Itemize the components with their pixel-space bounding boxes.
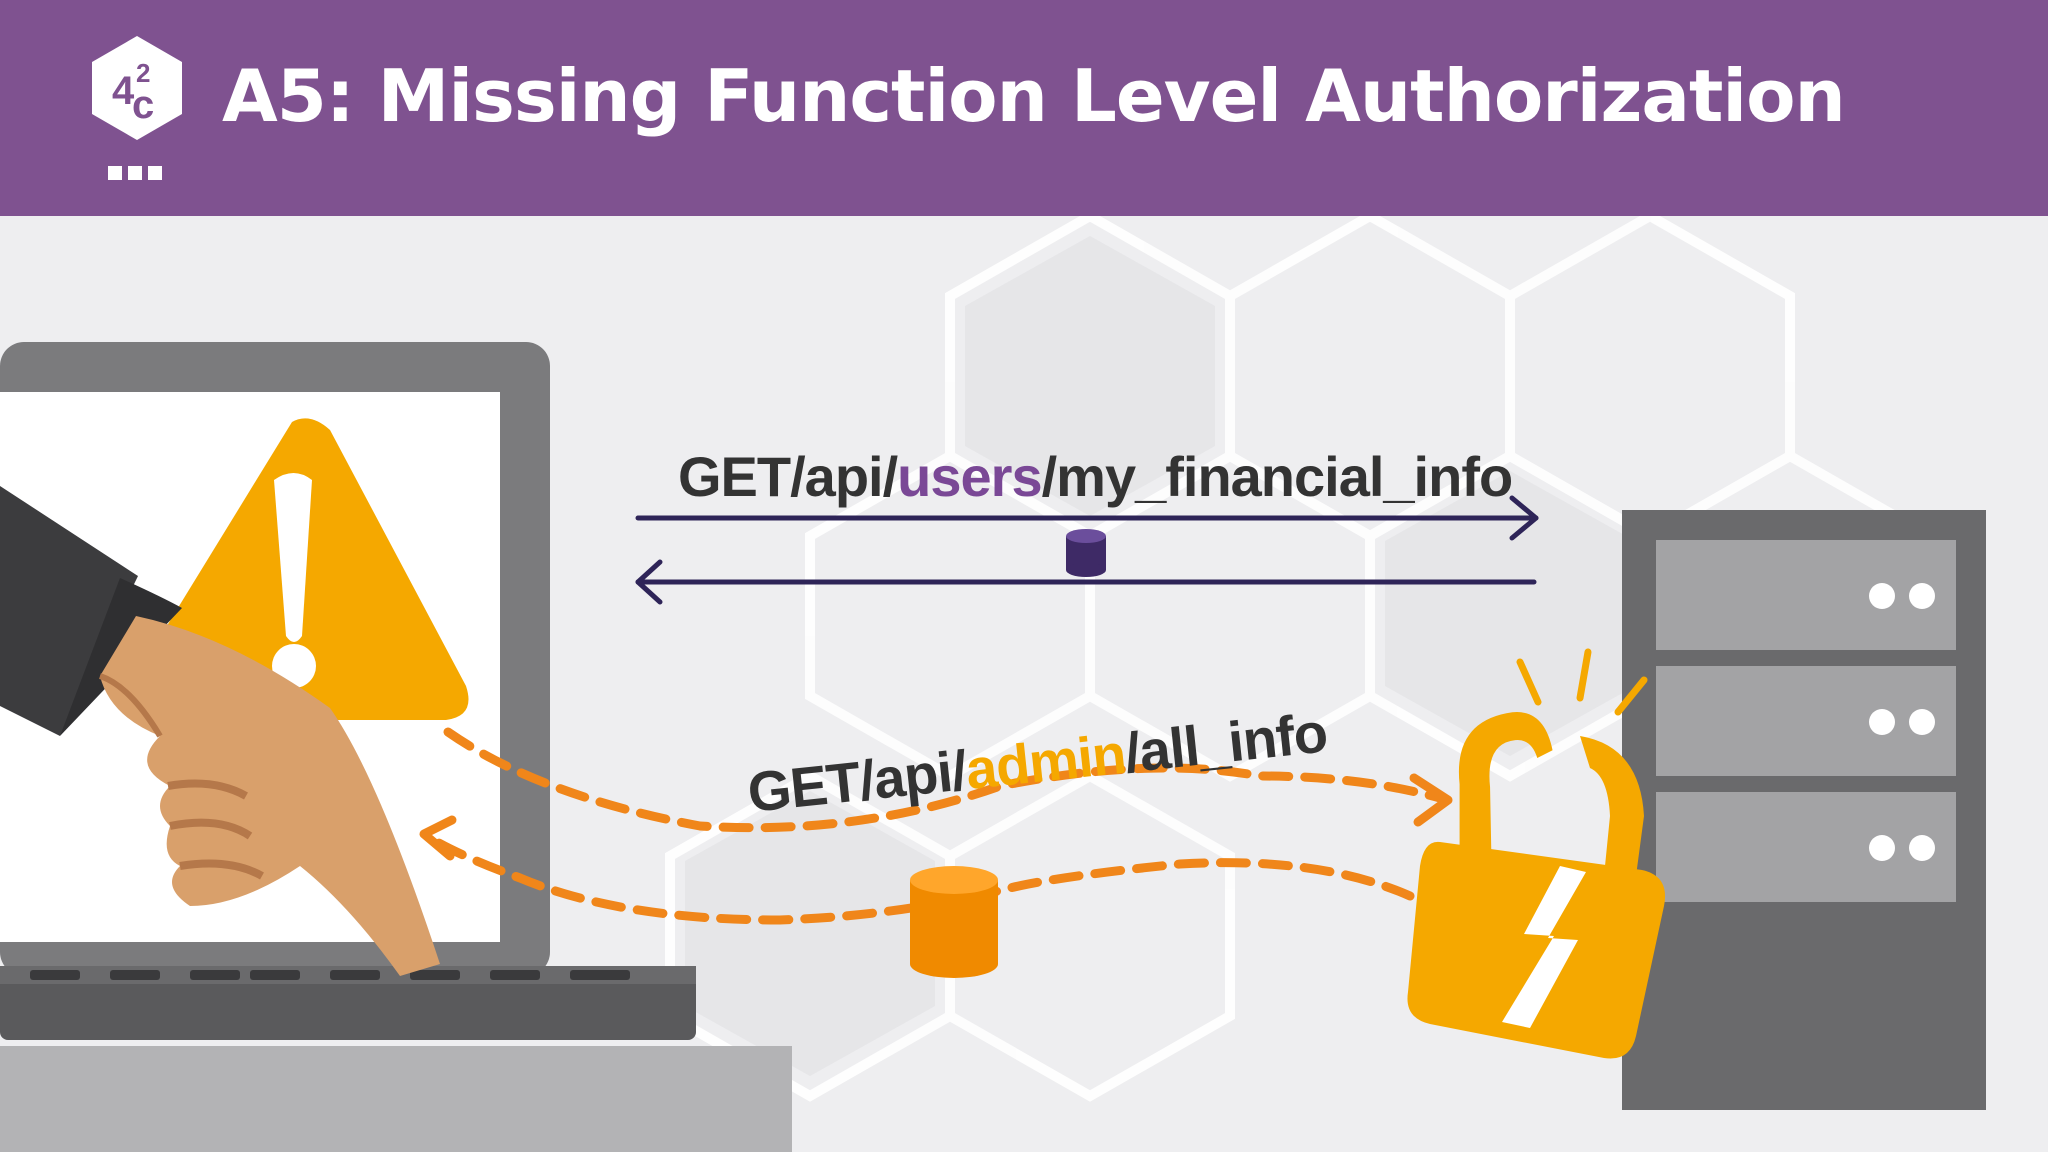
- slide-title: A5: Missing Function Level Authorization: [222, 46, 1845, 156]
- database-icon: [910, 866, 998, 978]
- logo-42c: 4 2 c: [82, 32, 192, 192]
- svg-text:c: c: [132, 83, 154, 127]
- database-icon-small: [1066, 529, 1106, 577]
- request-user-label: GET/api/users/my_financial_info: [678, 445, 1512, 508]
- illustration: GET/api/users/my_financial_info GET/api/…: [0, 216, 2048, 1152]
- server-icon: [1622, 510, 1986, 1110]
- desk: [0, 1046, 792, 1152]
- title-bar: 4 2 c A5: Missing Function Level Authori…: [0, 0, 2048, 216]
